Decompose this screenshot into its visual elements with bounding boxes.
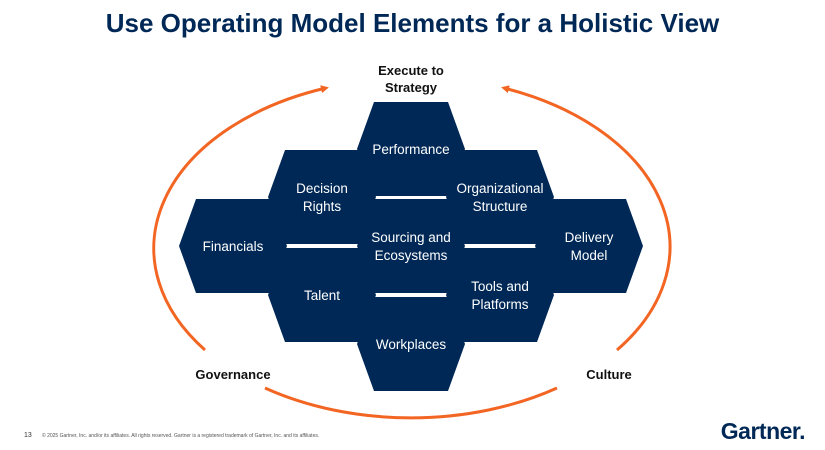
hexagon-performance: Performance [357,102,465,196]
hexagon-label: Talent [304,288,340,303]
label-execute-line2: Strategy [385,80,438,95]
hexagon-label: Rights [303,199,342,214]
hexagon-label: Ecosystems [375,248,448,263]
hexagon-shape [446,248,554,342]
hexagon-label: Workplaces [376,337,447,352]
hexagon-shape [268,150,376,244]
hexagon-shape [268,248,376,342]
hexagon-financials: Financials [179,199,287,293]
hexagon-label: Decision [296,181,348,196]
hexagon-label: Platforms [471,297,528,312]
hexagon-label: Financials [203,239,264,254]
page-number: 13 [24,432,32,439]
hexagon-label: Delivery [565,230,614,245]
hexagon-label: Tools and [471,279,529,294]
hexagon-label: Sourcing and [371,230,451,245]
hexagon-shape [535,199,643,293]
slide-title: Use Operating Model Elements for a Holis… [105,8,720,38]
hexagon-label: Organizational [456,181,543,196]
cycle-arc-bottom [264,386,558,420]
cycle-arrow-left [152,85,329,352]
label-governance: Governance [195,367,270,382]
hexagon-shape [357,199,465,293]
hexagon-label: Model [571,248,608,263]
hexagon-shape [357,297,465,391]
label-execute-line1: Execute to [378,63,444,78]
hexagon-shape [179,199,287,293]
copyright-notice: © 2025 Gartner, Inc. and/or its affiliat… [42,433,320,439]
cycle-arrow-right [501,85,672,352]
hexagon-shape [446,150,554,244]
hexagon-workplaces: Workplaces [357,297,465,391]
hexagon-label: Structure [473,199,528,214]
gartner-logo: Gartner. [720,418,806,444]
hexagon-talent: Talent [268,248,376,342]
hexagon-shape [357,102,465,196]
hexagon-label: Performance [372,142,449,157]
label-culture: Culture [586,367,632,382]
